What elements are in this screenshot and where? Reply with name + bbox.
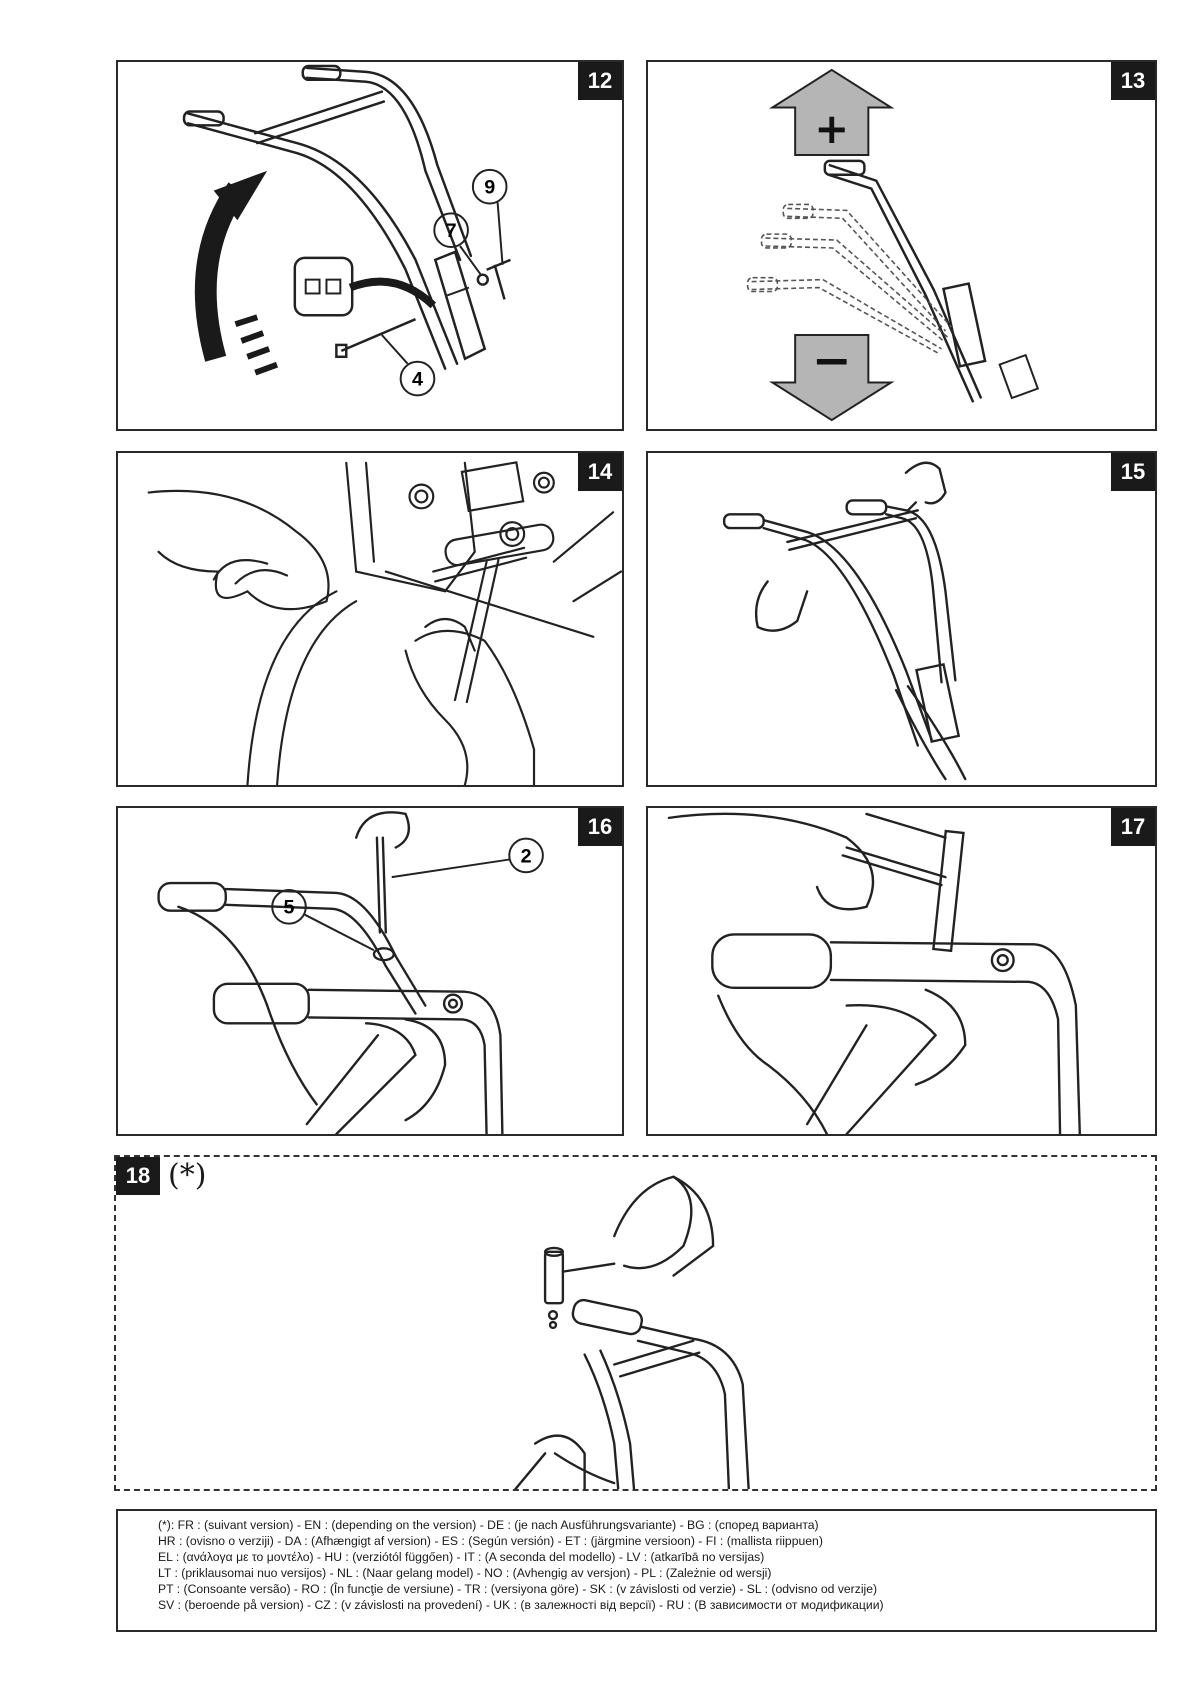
figure-number-18: 18 xyxy=(116,1157,160,1195)
minus-sign: − xyxy=(812,334,852,389)
figure-number-12: 12 xyxy=(578,62,622,100)
footnote-line: EL : (ανάλογα με το μοντέλο) - HU : (ver… xyxy=(158,1550,765,1564)
handle-mount-illustration: 9 7 4 xyxy=(182,64,511,397)
figure-panel-13: + − 13 xyxy=(646,60,1157,431)
brake-lever-screw-illustration: 2 5 xyxy=(157,811,544,1134)
version-footnote: (*): FR : (suivant version) - EN : (depe… xyxy=(116,1509,1157,1632)
footnote-line: SV : (beroende på version) - CZ : (v záv… xyxy=(158,1598,884,1612)
figure-number-16: 16 xyxy=(578,808,622,846)
figure-panel-16: 2 5 16 xyxy=(116,806,624,1136)
figure-number-15: 15 xyxy=(1111,453,1155,491)
callout-9: 9 xyxy=(484,177,495,199)
figure-number-13: 13 xyxy=(1111,62,1155,100)
figure-panel-18: 18 (*) xyxy=(114,1155,1157,1491)
lower-arrow-icon xyxy=(768,334,895,422)
figure-panel-15: 15 xyxy=(646,451,1157,787)
footnote-line: (*): FR : (suivant version) - EN : (depe… xyxy=(158,1518,819,1532)
optional-marker: (*) xyxy=(168,1158,207,1193)
callout-7: 7 xyxy=(446,220,457,242)
handle-height-adjustment-illustration: + − xyxy=(746,68,1040,422)
footnote-line: HR : (ovisno o verziji) - DA : (Afhængig… xyxy=(158,1534,823,1548)
footnote-line: PT : (Consoante versão) - RO : (În funcţ… xyxy=(158,1582,878,1596)
optional-nut-tightening-illustration xyxy=(514,1175,750,1489)
callout-2: 2 xyxy=(521,845,532,867)
figure-panel-17: 17 xyxy=(646,806,1157,1136)
plus-sign: + xyxy=(814,104,849,153)
brake-lever-tightening-illustration xyxy=(667,812,1081,1134)
figure-panel-14: 14 xyxy=(116,451,624,787)
figure-panel-12: 9 7 4 12 xyxy=(116,60,624,431)
figure-number-17: 17 xyxy=(1111,808,1155,846)
footnote-line: LT : (priklausomai nuo versijos) - NL : … xyxy=(158,1566,772,1580)
bolt-tightening-illustration xyxy=(147,461,622,785)
callout-5: 5 xyxy=(284,897,295,919)
raise-arrow-icon xyxy=(768,68,895,156)
figure-number-14: 14 xyxy=(578,453,622,491)
handle-cable-illustration xyxy=(722,461,967,781)
callout-4: 4 xyxy=(412,368,423,390)
